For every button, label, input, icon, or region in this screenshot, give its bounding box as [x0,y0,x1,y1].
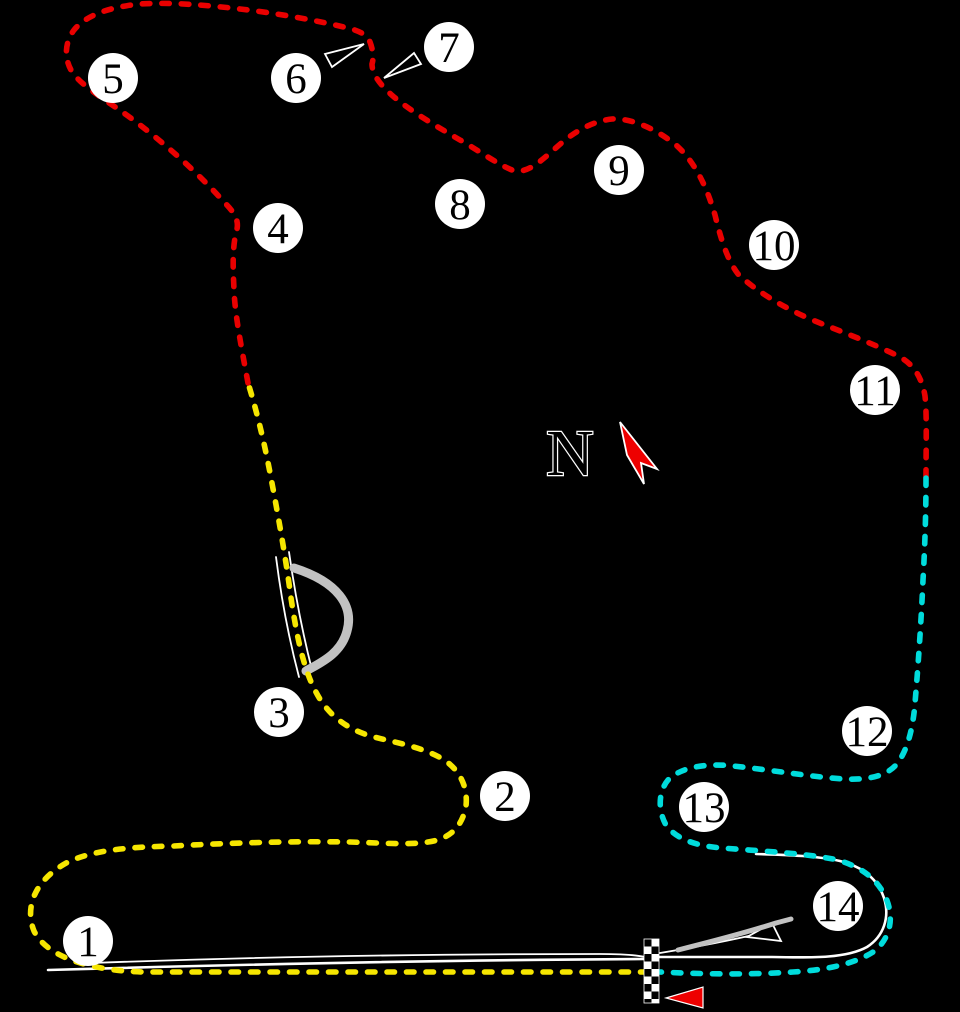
turn-number-label: 11 [854,368,895,415]
turn-marker-circle [480,771,530,821]
turn-number-label: 12 [846,709,889,756]
turn-marker-circle [435,179,485,229]
start-finish-line [643,938,660,1004]
turn-marker-6: 6 [271,53,321,103]
sector-cyan-track [657,475,929,977]
turn-number-label: 1 [77,919,99,966]
turn-number-label: 9 [608,148,630,195]
turn-marker-circle [679,782,729,832]
turn-marker-circle [594,145,644,195]
compass-north-label: N [546,417,594,490]
turn-marker-circle [271,53,321,103]
turn-number-label: 13 [683,785,726,832]
track-edge-left [275,556,300,678]
turn-marker-circle [850,365,900,415]
checkered-strip [644,939,659,1003]
turn-number-label: 7 [438,25,460,72]
turn-marker-9: 9 [594,145,644,195]
compass: N [545,416,660,491]
turn-marker-2: 2 [480,771,530,821]
turn-marker-circle [63,916,113,966]
turn-marker-1: 1 [63,916,113,966]
pit-entry-gray [675,916,794,953]
sector-red-track [63,0,930,481]
turn-marker-circle [749,220,799,270]
race-direction-arrow [663,986,704,1009]
turn-marker-circle [254,687,304,737]
turn-marker-3: 3 [254,687,304,737]
turn-number-label: 3 [268,690,290,737]
turn-number-label: 10 [753,223,796,270]
turn-marker-circle [88,53,138,103]
turn-number-label: 8 [449,182,471,229]
turn-marker-circle [424,22,474,72]
turn7-pointer-triangle [383,51,423,79]
turn-marker-circle [253,203,303,253]
turn-marker-circle [842,706,892,756]
turn-number-label: 14 [817,884,860,931]
turn-marker-4: 4 [253,203,303,253]
turn-marker-circle [813,881,863,931]
turn-marker-8: 8 [435,179,485,229]
pit-lane-outer-line [46,957,647,972]
compass-needle-icon [619,421,660,485]
turn-number-label: 5 [102,56,124,103]
turn-marker-12: 12 [842,706,892,756]
pit-lane-inner-line [91,953,646,964]
turn-marker-7: 7 [424,22,474,72]
sector-yellow-track [27,380,651,975]
turn6-pointer-triangle [323,43,365,69]
turn-marker-13: 13 [679,782,729,832]
turn-number-label: 2 [494,774,516,821]
old-chicane-gray [289,563,354,676]
turn-marker-5: 5 [88,53,138,103]
turn-marker-14: 14 [813,881,863,931]
turn-marker-11: 11 [850,365,900,415]
checkered-strip-outline [643,938,660,1004]
turn-number-label: 6 [285,56,307,103]
turn-number-label: 4 [267,206,289,253]
turn-marker-10: 10 [749,220,799,270]
